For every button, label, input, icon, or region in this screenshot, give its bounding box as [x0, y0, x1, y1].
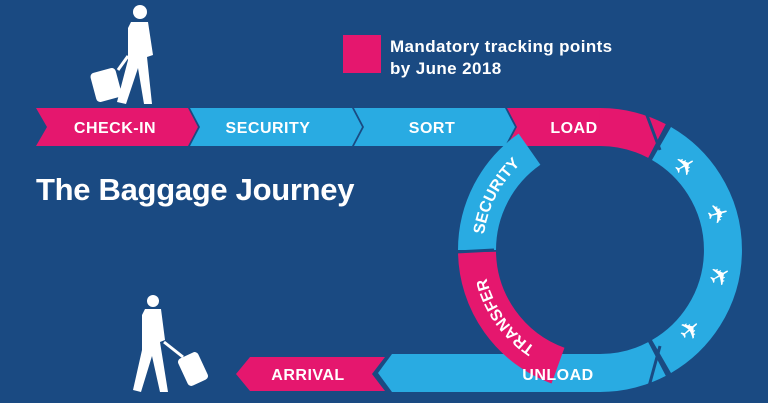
stage-sort	[354, 108, 515, 146]
label-security: SECURITY	[226, 120, 311, 137]
legend-text-line2: by June 2018	[390, 59, 502, 78]
stage-transfer-security	[458, 133, 541, 251]
label-arrival: ARRIVAL	[271, 367, 344, 384]
page-title: The Baggage Journey	[36, 172, 355, 207]
legend-swatch	[343, 35, 381, 73]
label-load: LOAD	[550, 120, 597, 137]
traveller-departing-icon	[90, 5, 153, 104]
stage-security	[190, 108, 362, 146]
legend-text-line1: Mandatory tracking points	[390, 37, 613, 56]
label-sort: SORT	[409, 120, 455, 137]
stage-load	[507, 108, 666, 159]
stage-checkin	[36, 108, 198, 146]
traveller-arriving-icon	[133, 295, 208, 392]
label-checkin: CHECK-IN	[74, 120, 156, 137]
stage-transfer	[458, 251, 565, 384]
stage-flight	[651, 127, 742, 373]
label-unload: UNLOAD	[522, 367, 593, 384]
stage-arrival	[236, 357, 385, 391]
